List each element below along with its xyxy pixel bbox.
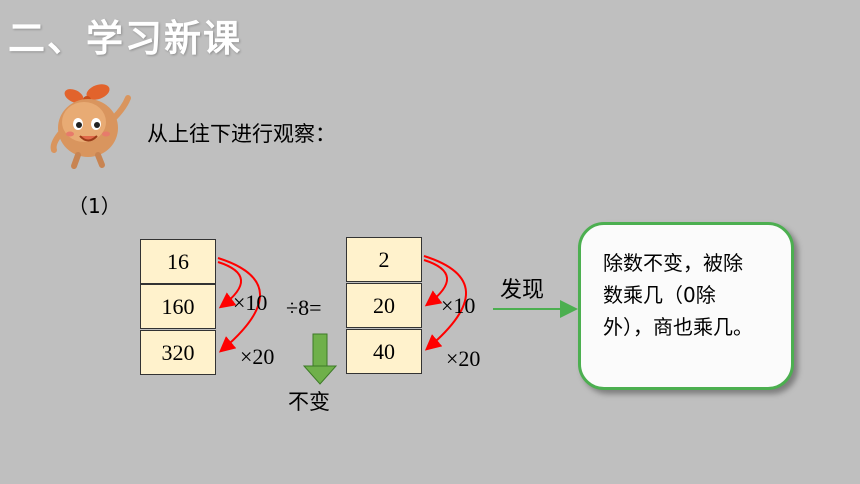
down-arrow-icon	[302, 333, 338, 385]
left-arc-x10	[217, 261, 242, 309]
right-arc-x20	[423, 255, 467, 351]
left-times-20: ×20	[240, 344, 275, 369]
right-cell-3: 40	[346, 329, 422, 374]
right-times-20: ×20	[446, 346, 481, 371]
discover-label: 发现	[500, 278, 545, 303]
left-cell-2: 160	[140, 284, 216, 329]
page-title: 二、学习新课	[8, 17, 242, 60]
mascot-icon	[50, 84, 131, 169]
conclusion-line-3: 外），商也乘几。	[603, 315, 753, 339]
right-arc-x10	[423, 259, 448, 307]
right-cell-2: 20	[346, 283, 422, 328]
conclusion-card: 除数不变，被除 数乘几（0除 外），商也乘几。	[578, 222, 794, 390]
right-cell-1: 2	[346, 237, 422, 282]
right-times-10: ×10	[441, 293, 476, 318]
left-cell-1: 16	[140, 239, 216, 284]
conclusion-line-1: 除数不变，被除	[603, 251, 743, 275]
left-cell-3: 320	[140, 330, 216, 375]
conclusion-line-2: 数乘几（0除	[603, 283, 716, 307]
left-arc-x20	[217, 257, 261, 353]
section-label: （1）	[68, 194, 121, 218]
left-times-10: ×10	[233, 290, 268, 315]
divide-operator: ÷8=	[286, 295, 322, 320]
instruction-text: 从上往下进行观察：	[147, 122, 336, 146]
unchanged-label: 不变	[288, 390, 330, 414]
